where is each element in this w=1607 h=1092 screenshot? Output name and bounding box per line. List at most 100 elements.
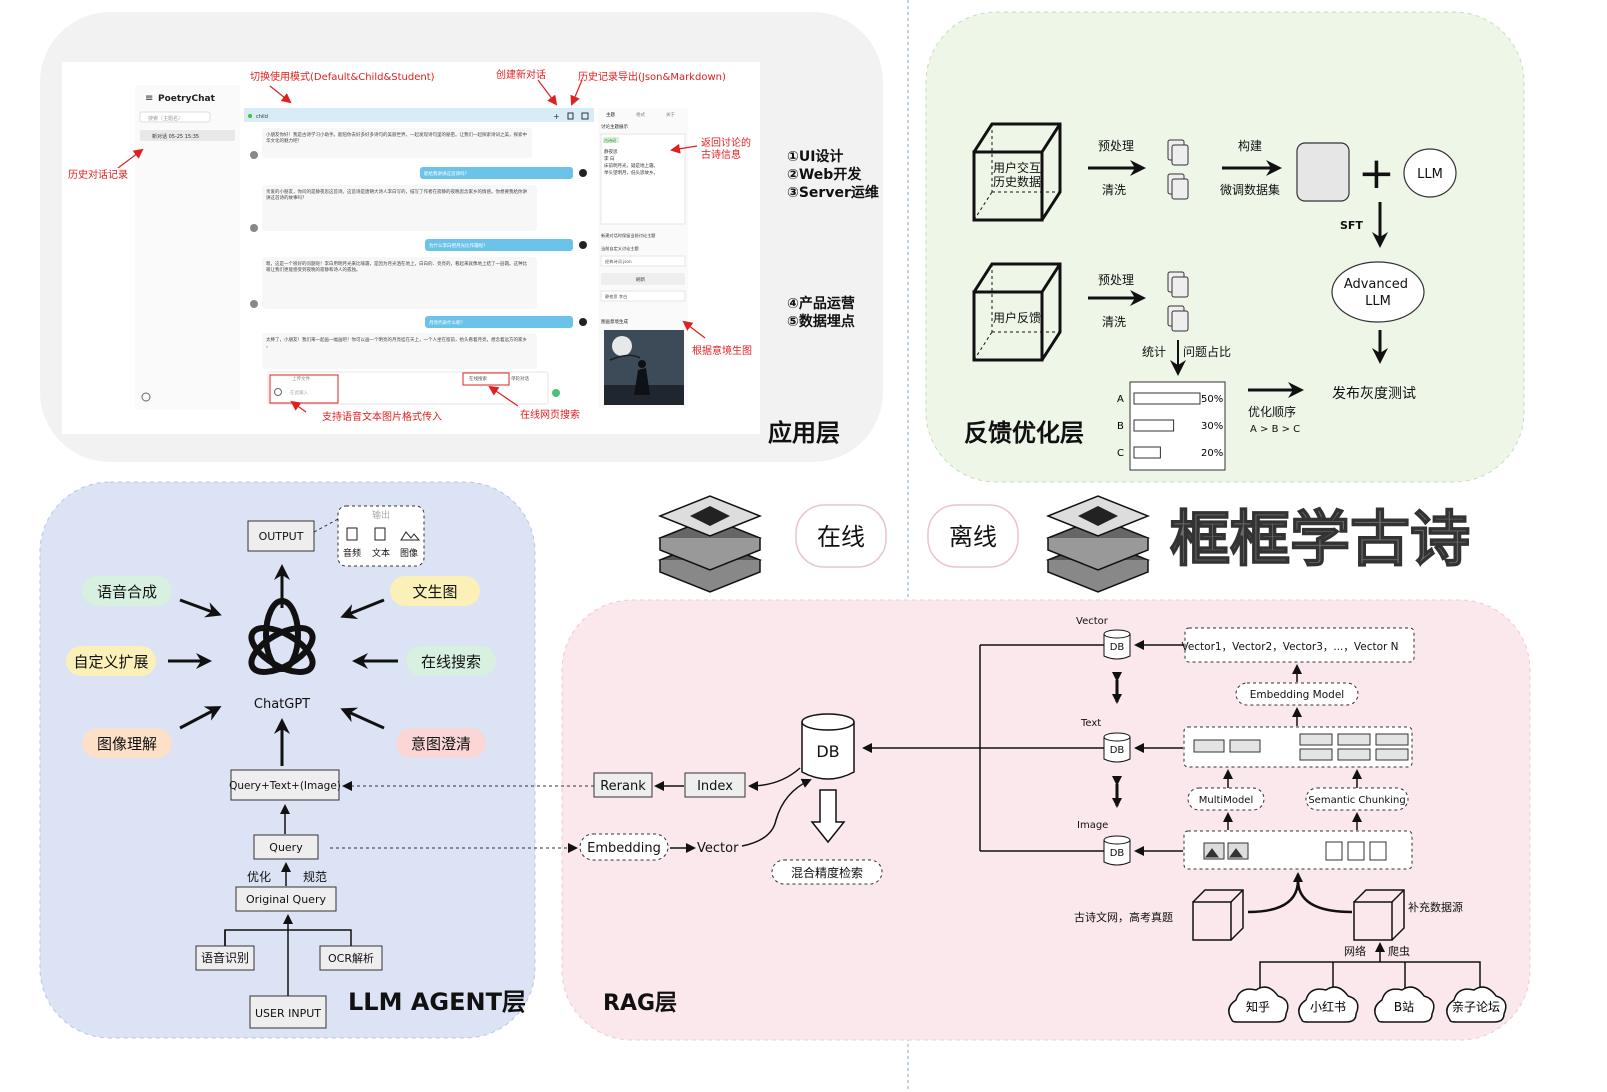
upload-button[interactable]: 上传文件 bbox=[292, 375, 310, 382]
annotation-poem-info: 返回讨论的 古诗信息 bbox=[701, 136, 754, 161]
settings-icon[interactable] bbox=[141, 392, 151, 402]
tab-format[interactable]: 格式 bbox=[636, 111, 645, 118]
tool-tts bbox=[82, 576, 172, 606]
ocr-box bbox=[319, 945, 383, 971]
agent-arrows bbox=[168, 564, 398, 766]
menu-icon[interactable] bbox=[581, 112, 589, 120]
issue-category-label: B bbox=[1117, 421, 1124, 432]
online-label: 在线 bbox=[817, 523, 865, 551]
text-chunk-cells bbox=[1193, 733, 1409, 761]
keep-topic-toggle[interactable]: 新建对话时保留当前讨论主题 bbox=[601, 232, 656, 239]
llm-node bbox=[1403, 148, 1457, 198]
bot-message: 太棒了，小朋友！我们来一起画一幅画吧！你可以画一个明亮的月亮挂在天上，一个人坐在… bbox=[266, 336, 527, 349]
asr-label: 语音识别 bbox=[201, 950, 249, 965]
custom-topic-label: 当前自定义讨论主题 bbox=[601, 245, 640, 252]
poem-line: 李 白 bbox=[604, 155, 614, 162]
microphone-icon[interactable] bbox=[274, 388, 282, 396]
role-ui: ①UI设计 bbox=[787, 148, 843, 165]
annotation-poem-info-line1: 返回讨论的 bbox=[701, 136, 751, 149]
query-combined-box bbox=[230, 769, 340, 801]
output-text: 文本 bbox=[372, 547, 390, 559]
annotation-web-search: 在线网页搜索 bbox=[520, 408, 580, 421]
history-item[interactable] bbox=[140, 130, 235, 141]
issue-value-label: 50% bbox=[1201, 394, 1223, 405]
output-box bbox=[247, 520, 315, 552]
source-cube-1 bbox=[1192, 889, 1244, 941]
vector-db-caption: Vector bbox=[1076, 616, 1109, 627]
source2-label: 补充数据源 bbox=[1408, 900, 1463, 914]
user-message: 为什么李白把月光比作霜呢？ bbox=[429, 242, 488, 249]
hamburger-icon[interactable]: ≡ bbox=[145, 93, 153, 104]
image-db-caption: Image bbox=[1077, 820, 1108, 831]
asr-box bbox=[195, 945, 255, 971]
brand-title: 框框学古诗 bbox=[1170, 505, 1470, 575]
advanced-llm-line1: Advanced bbox=[1344, 277, 1408, 292]
clean-label-1: 清洗 bbox=[1102, 183, 1126, 197]
optimize-order-label: 优化顺序 bbox=[1248, 404, 1296, 419]
hybrid-search-label: 混合精度检索 bbox=[791, 865, 863, 880]
cube1-label-line2: 历史数据 bbox=[993, 174, 1041, 189]
annotation-mode-switch: 切换使用模式(Default&Child&Student) bbox=[250, 70, 435, 83]
query-label: Query bbox=[269, 841, 303, 854]
chip-icon-left bbox=[657, 495, 763, 593]
output-icons bbox=[346, 527, 421, 541]
app-screenshot: ≡ PoetryChat 搜索（主题名） 新对话 05-25 15:35 chi… bbox=[62, 62, 760, 434]
build-label: 构建 bbox=[1238, 138, 1262, 153]
user-message: 月亮代表什么呢？ bbox=[429, 319, 465, 326]
send-button[interactable] bbox=[552, 389, 560, 397]
chat-input-area bbox=[267, 371, 549, 405]
sft-label: SFT bbox=[1340, 219, 1363, 232]
refresh-button[interactable] bbox=[601, 273, 685, 285]
annotation-new-chat: 创建新对话 bbox=[496, 68, 546, 81]
tab-about[interactable]: 关于 bbox=[666, 111, 675, 118]
poem-select[interactable] bbox=[600, 290, 686, 302]
export-icon[interactable] bbox=[567, 112, 574, 120]
feedback-arrows bbox=[1088, 160, 1388, 398]
poem-line: 床前明月光，疑是地上霜。 bbox=[604, 162, 658, 169]
embedding-label: Embedding bbox=[587, 841, 661, 856]
role-tracking: ⑤数据埋点 bbox=[787, 313, 855, 330]
cloud-label: 小红书 bbox=[1310, 999, 1346, 1014]
issue-value-label: 30% bbox=[1201, 421, 1223, 432]
tab-topic[interactable]: 主题 bbox=[606, 111, 615, 118]
output-label: OUTPUT bbox=[259, 530, 304, 543]
topic-file-value: 经典诗词.json bbox=[605, 258, 632, 265]
new-chat-icon[interactable]: + bbox=[553, 112, 560, 121]
hybrid-search-box bbox=[771, 859, 883, 885]
llm-label: LLM bbox=[1417, 167, 1443, 182]
role-product: ④产品运营 bbox=[787, 295, 855, 312]
poem-line: 举头望明月，低头思故乡。 bbox=[604, 169, 658, 176]
history-search-input[interactable] bbox=[139, 111, 211, 123]
cloud-label: B站 bbox=[1394, 1000, 1414, 1014]
rerank-label: Rerank bbox=[600, 779, 646, 794]
feedback-layer-panel bbox=[925, 11, 1525, 483]
role-server: ③Server运维 bbox=[787, 184, 879, 201]
tool-t2i bbox=[390, 576, 480, 606]
raw-image-icons bbox=[1203, 842, 1249, 860]
user-input-label: USER INPUT bbox=[255, 1007, 321, 1020]
image-section-title: 图画意境生成 bbox=[601, 318, 628, 325]
preprocess-label-1: 预处理 bbox=[1098, 139, 1134, 153]
agent-layer-title: LLM AGENT层 bbox=[348, 988, 526, 1016]
topic-file-select[interactable] bbox=[600, 255, 686, 267]
app-roles: ①UI设计 ②Web开发 ③Server运维 ④产品运营 ⑤数据埋点 bbox=[787, 148, 879, 330]
tool-vision-label: 图像理解 bbox=[97, 735, 157, 753]
cloud-label: 亲子论坛 bbox=[1452, 1000, 1500, 1014]
issue-category-label: C bbox=[1117, 448, 1124, 459]
output-group bbox=[337, 505, 425, 567]
single-turn-toggle[interactable]: 单轮对话 bbox=[511, 375, 529, 382]
output-image: 图像 bbox=[400, 547, 418, 559]
original-query-box bbox=[235, 886, 337, 912]
image-icon bbox=[400, 531, 421, 541]
original-query-label: Original Query bbox=[246, 893, 326, 906]
vectors-box bbox=[1184, 627, 1415, 663]
panel-heading: 讨论主题展示 bbox=[601, 123, 628, 130]
mode-selector[interactable]: child bbox=[256, 114, 268, 120]
cube2-label: 用户反馈 bbox=[993, 310, 1041, 325]
chat-input[interactable]: 在此输入 bbox=[290, 389, 308, 396]
optimize-label: 优化 bbox=[247, 870, 271, 884]
index-label: Index bbox=[697, 779, 733, 794]
web-search-toggle[interactable]: 在线搜索 bbox=[469, 375, 487, 382]
